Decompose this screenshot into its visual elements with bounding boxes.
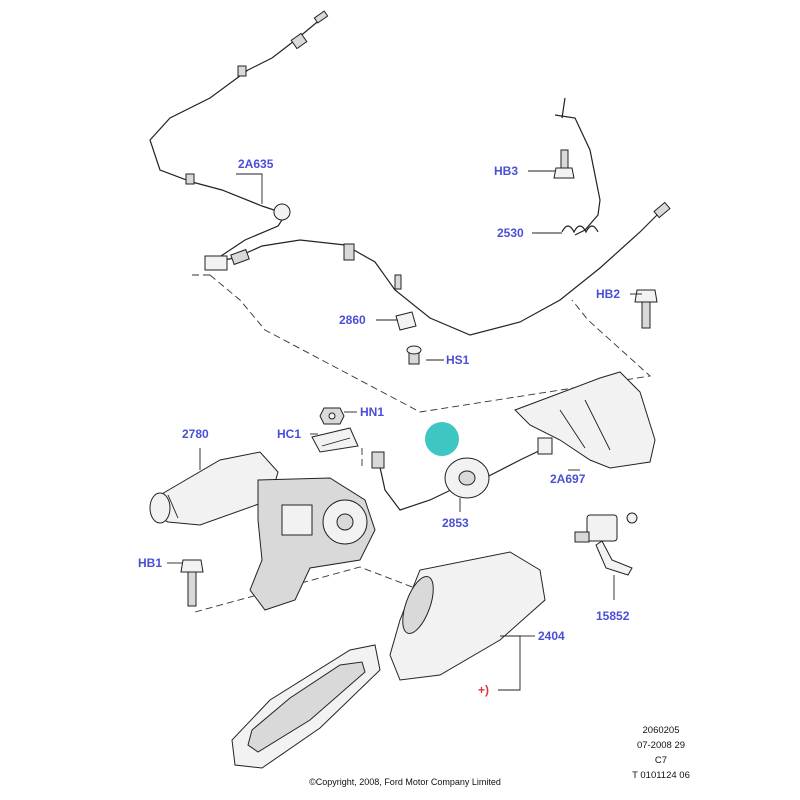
bolt-hb2 <box>634 289 658 329</box>
nut-hn1 <box>319 407 345 425</box>
callout-hs1: HS1 <box>446 353 470 367</box>
leader-lines <box>167 170 642 691</box>
highlight-marker <box>425 422 459 456</box>
callout-hb2: HB2 <box>596 287 620 301</box>
reference-line-4: T 0101124 06 <box>632 770 690 781</box>
console-boot-2404 <box>231 551 546 769</box>
callout-2a635: 2A635 <box>238 157 274 171</box>
callout-2860: 2860 <box>339 313 366 327</box>
screw-hs1 <box>406 345 422 365</box>
callout-15852: 15852 <box>596 609 630 623</box>
reference-line-2: 07-2008 29 <box>637 740 685 751</box>
clip-2860 <box>395 311 417 331</box>
callout-2404: 2404 <box>538 629 565 643</box>
callout-hb3: HB3 <box>494 164 518 178</box>
switch-15852 <box>574 512 638 576</box>
callout-hn1: HN1 <box>360 405 384 419</box>
callout-2780: 2780 <box>182 427 209 441</box>
bolt-hb3 <box>553 149 575 179</box>
equalizer-spring-2530 <box>554 97 601 236</box>
front-cable-2853 <box>371 437 553 511</box>
rear-cable-2a635 <box>149 10 671 336</box>
reference-line-3: C7 <box>655 755 667 766</box>
assembly-boundary-lower <box>194 566 421 613</box>
assembly-boundary-upper <box>209 274 652 413</box>
callout-2853: 2853 <box>442 516 469 530</box>
callout-2a697: 2A697 <box>550 472 586 486</box>
callout-hb1: HB1 <box>138 556 162 570</box>
heat-shield-2a697 <box>514 371 656 469</box>
callout-hc1: HC1 <box>277 427 301 441</box>
callout-2530: 2530 <box>497 226 524 240</box>
reference-line-1: 2060205 <box>643 725 680 736</box>
handbrake-lever-2780 <box>149 451 376 611</box>
bolt-hb1 <box>180 559 204 607</box>
copyright-notice: ©Copyright, 2008, Ford Motor Company Lim… <box>309 777 501 787</box>
clip-hc1 <box>311 427 359 453</box>
callout-plus: +) <box>478 683 489 697</box>
